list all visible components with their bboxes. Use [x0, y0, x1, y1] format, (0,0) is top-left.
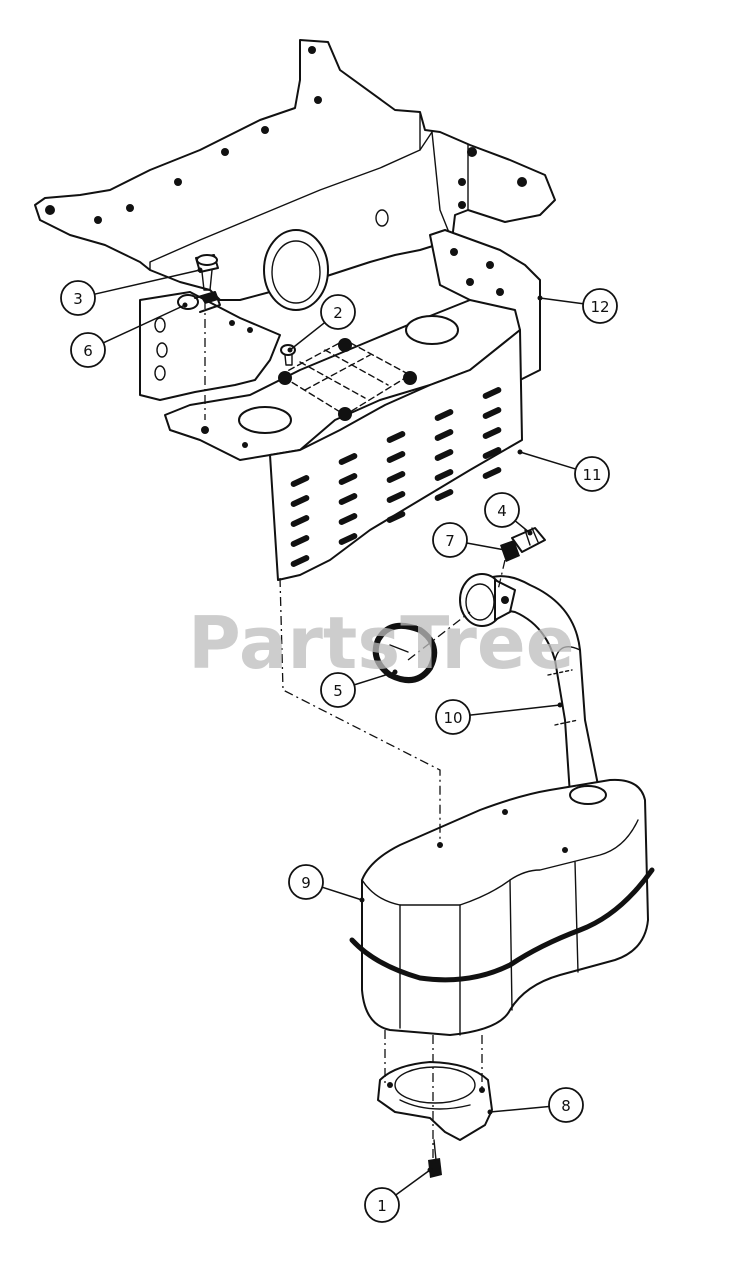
callout-leader [466, 542, 506, 551]
callout-leader [103, 304, 186, 344]
louver-slot [434, 449, 454, 461]
callout-circle [364, 1187, 400, 1223]
muffler [349, 778, 655, 1036]
frame-bracket [34, 39, 556, 311]
callout-circle [574, 456, 610, 492]
callout-arrowhead [487, 1109, 493, 1115]
callout-number: 1 [377, 1197, 387, 1215]
callout-leader [514, 520, 531, 534]
callout-arrowhead [182, 302, 188, 308]
callout-6: 6 [70, 302, 188, 368]
callout-7: 7 [432, 522, 508, 558]
callout-number: 5 [333, 682, 343, 700]
louver-slot [338, 473, 358, 485]
louver-slot [338, 513, 358, 525]
callout-arrowhead [392, 669, 398, 675]
callout-circle [548, 1087, 584, 1123]
louver-slot [434, 489, 454, 501]
louver-slot [482, 467, 502, 479]
louver-slot [290, 475, 310, 487]
louver-slot [482, 407, 502, 419]
callout-number: 12 [590, 298, 609, 316]
callout-circle [288, 864, 324, 900]
louver-slot [386, 511, 406, 523]
callout-8: 8 [487, 1087, 584, 1123]
callout-number: 7 [445, 532, 455, 550]
louver-slot [338, 533, 358, 545]
callout-leader [321, 886, 363, 901]
left-side-bracket [139, 291, 281, 401]
louver-slot [482, 427, 502, 439]
louver-slot [386, 431, 406, 443]
gasket [372, 622, 438, 684]
callout-4: 4 [484, 492, 533, 536]
callout-11: 11 [517, 449, 610, 492]
louver-slot [482, 387, 502, 399]
callout-9: 9 [288, 864, 365, 903]
callout-leader [519, 451, 576, 470]
callout-arrowhead [359, 897, 365, 903]
callout-number: 3 [73, 290, 83, 308]
louver-slot [482, 447, 502, 459]
callout-leader [395, 1169, 431, 1196]
callout-circle [435, 699, 471, 735]
louver-slot [338, 453, 358, 465]
callout-arrowhead [502, 547, 508, 553]
louver-slot [386, 451, 406, 463]
callout-leader [289, 321, 326, 351]
callout-circle [432, 522, 468, 558]
callout-arrowhead [517, 449, 523, 455]
callout-number: 4 [497, 502, 507, 520]
callout-number: 8 [561, 1097, 571, 1115]
hex-bolt-3 [195, 254, 219, 291]
callout-leader [539, 297, 584, 305]
lock-washer-7 [500, 540, 520, 562]
callout-leader [469, 704, 561, 716]
louver-slot [290, 515, 310, 527]
callout-number: 10 [443, 709, 462, 727]
callout-circle [70, 332, 106, 368]
louver-slot [290, 495, 310, 507]
assembly-lines [204, 300, 506, 1160]
callout-arrowhead [427, 1167, 433, 1173]
louver-slot [290, 555, 310, 567]
louver-slot [290, 535, 310, 547]
callout-arrowhead [557, 702, 563, 708]
callout-1: 1 [364, 1167, 433, 1223]
louver-slot [434, 469, 454, 481]
louver-slot [386, 471, 406, 483]
callout-circle [484, 492, 520, 528]
callout-5: 5 [320, 669, 398, 708]
callout-3: 3 [60, 267, 203, 316]
callout-arrowhead [287, 347, 293, 353]
callout-12: 12 [537, 288, 618, 324]
callout-circle [320, 672, 356, 708]
exhaust-pipe [459, 573, 599, 798]
callout-2: 2 [287, 294, 356, 353]
callout-number: 9 [301, 874, 311, 892]
louver-slots [290, 387, 502, 567]
callout-number: 11 [582, 466, 601, 484]
callout-circle [582, 288, 618, 324]
louver-slot [434, 409, 454, 421]
callout-leader [353, 671, 396, 686]
callout-leader [94, 269, 201, 295]
louver-slot [338, 493, 358, 505]
callout-arrowhead [527, 530, 533, 536]
watermark: PartsTree [188, 601, 575, 685]
callout-number: 6 [83, 342, 93, 360]
louver-slot [386, 491, 406, 503]
callout-circle [60, 280, 96, 316]
callout-10: 10 [435, 699, 563, 735]
callout-arrowhead [537, 295, 543, 301]
callout-circle [320, 294, 356, 330]
spark-deflector [377, 1061, 493, 1141]
louver-slot [434, 429, 454, 441]
screw-1 [428, 1139, 442, 1178]
callout-leader [489, 1105, 550, 1113]
callout-number: 2 [333, 304, 343, 322]
callout-arrowhead [197, 267, 203, 273]
